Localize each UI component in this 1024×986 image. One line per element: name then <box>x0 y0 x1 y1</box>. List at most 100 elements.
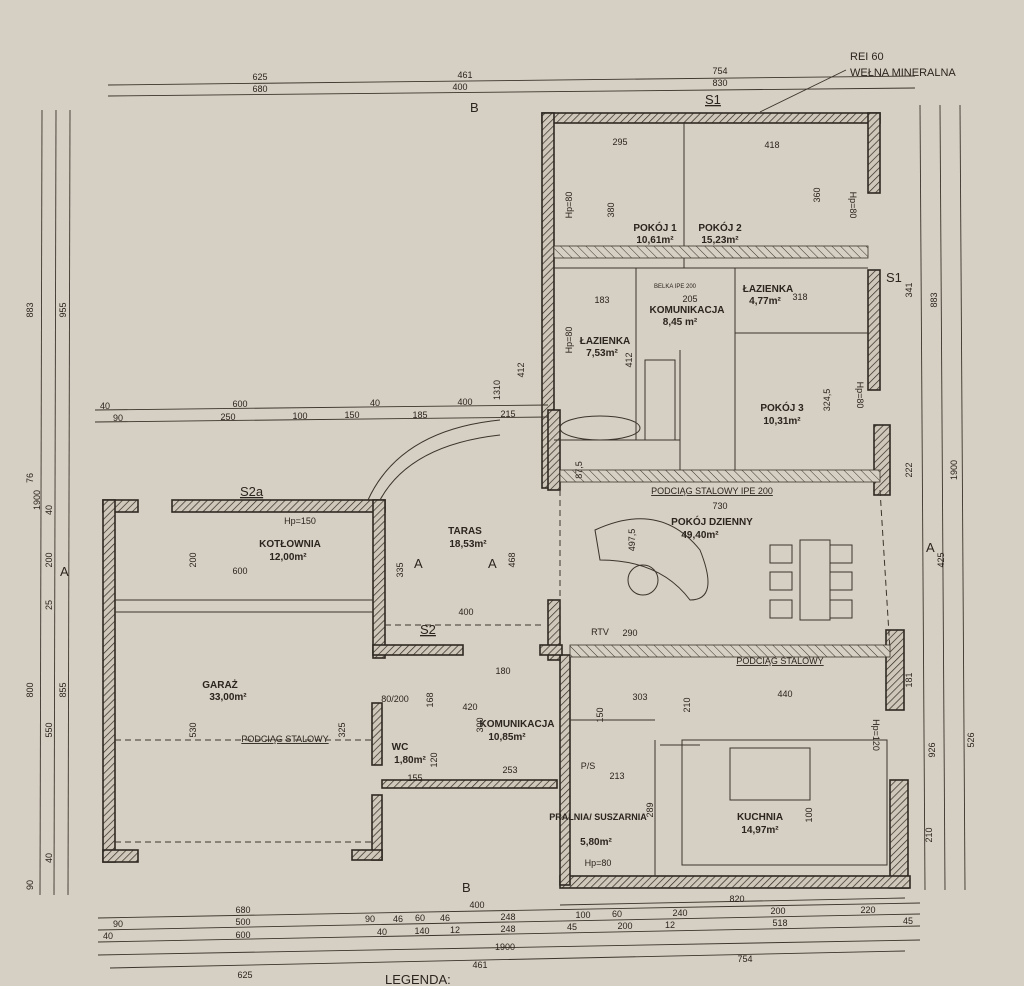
svg-text:40: 40 <box>370 398 380 408</box>
svg-text:40: 40 <box>44 505 54 515</box>
svg-text:14,97m²: 14,97m² <box>741 825 779 836</box>
svg-text:80/200: 80/200 <box>381 694 409 704</box>
svg-text:883: 883 <box>25 302 35 317</box>
room-pokoj-1: POKÓJ 1 10,61m² <box>633 221 677 246</box>
svg-text:WC: WC <box>392 742 409 753</box>
svg-text:318: 318 <box>792 292 807 302</box>
notes: PODCIĄG STALOWY IPE 200 PODCIĄG STALOWY … <box>241 192 881 868</box>
svg-text:KUCHNIA: KUCHNIA <box>737 812 783 823</box>
svg-text:290: 290 <box>622 628 637 638</box>
svg-text:526: 526 <box>966 732 976 747</box>
svg-text:1900: 1900 <box>949 460 959 480</box>
room-pralnia: PRALNIA/ SUSZARNIA 5,80m² <box>549 812 647 848</box>
svg-text:400: 400 <box>452 82 467 92</box>
section-a-right: A <box>926 540 935 555</box>
room-komunikacja: KOMUNIKACJA 10,85m² <box>480 719 555 743</box>
svg-text:1900: 1900 <box>32 490 42 510</box>
svg-text:205: 205 <box>682 294 697 304</box>
svg-text:440: 440 <box>777 689 792 699</box>
svg-text:4,77m²: 4,77m² <box>749 296 781 307</box>
svg-text:600: 600 <box>232 566 247 576</box>
svg-text:220: 220 <box>860 905 875 915</box>
middle-dimensions: 40 90 600 250 100 150 40 185 400 215 <box>94 397 549 423</box>
section-s2a: S2a <box>240 484 264 499</box>
svg-text:325: 325 <box>337 722 347 737</box>
svg-text:POKÓJ 1: POKÓJ 1 <box>633 221 677 234</box>
svg-text:18,53m²: 18,53m² <box>449 539 487 550</box>
svg-text:POKÓJ DZIENNY: POKÓJ DZIENNY <box>671 515 753 528</box>
svg-text:303: 303 <box>632 692 647 702</box>
svg-text:425: 425 <box>936 552 946 567</box>
svg-text:335: 335 <box>395 562 405 577</box>
room-wc: WC 1,80m² <box>392 742 427 766</box>
svg-text:10,61m²: 10,61m² <box>636 235 674 246</box>
svg-text:289: 289 <box>645 802 655 817</box>
svg-text:Hp=80: Hp=80 <box>848 192 858 219</box>
svg-text:POKÓJ 3: POKÓJ 3 <box>760 401 804 414</box>
svg-text:150: 150 <box>344 410 359 420</box>
section-a-left: A <box>60 564 69 579</box>
svg-text:240: 240 <box>672 908 687 918</box>
svg-text:12: 12 <box>450 925 460 935</box>
svg-text:461: 461 <box>472 960 487 970</box>
svg-text:412: 412 <box>624 352 634 367</box>
svg-text:926: 926 <box>927 742 937 757</box>
svg-text:POKÓJ 2: POKÓJ 2 <box>698 221 742 234</box>
room-lazienka-small: ŁAZIENKA 4,77m² <box>743 284 794 307</box>
svg-text:60: 60 <box>612 909 622 919</box>
svg-text:550: 550 <box>44 722 54 737</box>
svg-text:46: 46 <box>393 914 403 924</box>
svg-text:33,00m²: 33,00m² <box>209 692 247 703</box>
room-pokoj-3: POKÓJ 3 10,31m² <box>760 401 804 427</box>
svg-text:ŁAZIENKA: ŁAZIENKA <box>743 284 794 295</box>
svg-text:10,85m²: 10,85m² <box>488 732 526 743</box>
svg-text:87,5: 87,5 <box>574 461 584 479</box>
svg-text:380: 380 <box>606 202 616 217</box>
bottom-dimensions: 680 400 820 90 500 90 46 60 46 248 100 6… <box>97 894 921 980</box>
svg-text:100: 100 <box>804 807 814 822</box>
svg-text:45: 45 <box>567 922 577 932</box>
walls <box>102 112 911 889</box>
svg-text:625: 625 <box>237 970 252 980</box>
svg-text:90: 90 <box>113 919 123 929</box>
svg-text:10,31m²: 10,31m² <box>763 416 801 427</box>
svg-text:300: 300 <box>475 717 485 732</box>
svg-text:200: 200 <box>770 906 785 916</box>
svg-text:PODCIĄG STALOWY: PODCIĄG STALOWY <box>736 656 823 666</box>
svg-text:155: 155 <box>407 773 422 783</box>
svg-text:GARAŻ: GARAŻ <box>202 678 238 691</box>
svg-text:KOTŁOWNIA: KOTŁOWNIA <box>259 539 321 550</box>
svg-text:KOMUNIKACJA: KOMUNIKACJA <box>480 719 555 730</box>
right-dimensions: 883 1900 425 526 926 341 222 181 210 <box>904 104 976 891</box>
svg-text:25: 25 <box>44 600 54 610</box>
top-dimensions: 625 461 754 680 400 830 <box>107 66 916 97</box>
svg-text:PODCIĄG STALOWY IPE 200: PODCIĄG STALOWY IPE 200 <box>651 486 773 496</box>
svg-text:213: 213 <box>609 771 624 781</box>
svg-text:800: 800 <box>25 682 35 697</box>
svg-text:530: 530 <box>188 722 198 737</box>
svg-text:150: 150 <box>595 707 605 722</box>
section-s1-top: S1 <box>705 92 721 107</box>
svg-text:90: 90 <box>113 413 123 423</box>
svg-text:295: 295 <box>612 137 627 147</box>
svg-text:ŁAZIENKA: ŁAZIENKA <box>580 336 631 347</box>
svg-text:WEŁNA MINERALNA: WEŁNA MINERALNA <box>850 67 956 79</box>
svg-text:400: 400 <box>469 900 484 910</box>
svg-text:222: 222 <box>904 462 914 477</box>
room-kuchnia: KUCHNIA 14,97m² <box>737 812 783 836</box>
svg-text:Hp=120: Hp=120 <box>871 719 881 751</box>
room-lazienka: ŁAZIENKA 7,53m² <box>580 336 631 359</box>
legend-heading: LEGENDA: <box>385 972 451 986</box>
svg-text:497,5: 497,5 <box>627 529 637 552</box>
svg-text:248: 248 <box>500 924 515 934</box>
svg-text:PODCIĄG STALOWY: PODCIĄG STALOWY <box>241 734 328 744</box>
room-komunikacja-top: KOMUNIKACJA 8,45 m² <box>650 305 725 328</box>
svg-text:883: 883 <box>929 292 939 307</box>
svg-text:680: 680 <box>235 905 250 915</box>
svg-text:REI 60: REI 60 <box>850 51 884 63</box>
svg-text:168: 168 <box>425 692 435 707</box>
svg-text:830: 830 <box>712 78 727 88</box>
svg-text:PRALNIA/ SUSZARNIA: PRALNIA/ SUSZARNIA <box>549 812 647 822</box>
svg-text:625: 625 <box>252 72 267 82</box>
